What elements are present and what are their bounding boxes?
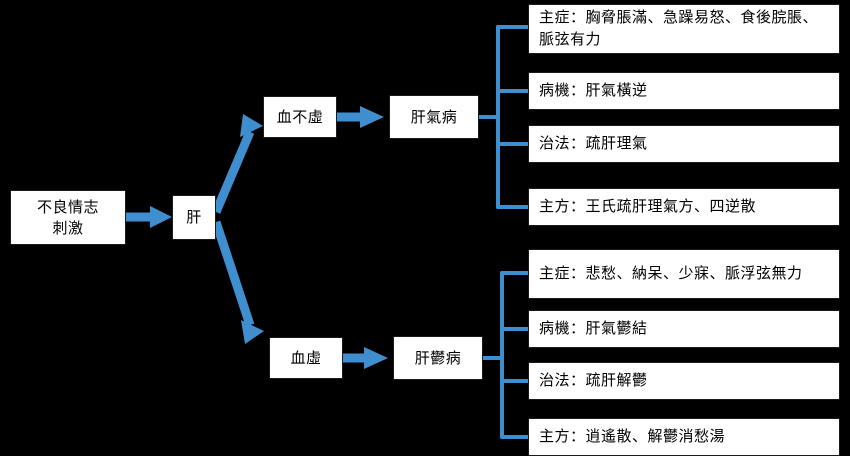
detail-box-bottom-symptoms[interactable]: 主症：悲愁、納呆、少寐、脈浮弦無力 <box>528 249 840 299</box>
detail-box-bottom-treatment-label: 治法：疏肝解鬱 <box>539 371 648 390</box>
node-blood-deficient-label: 血虛 <box>290 348 322 367</box>
node-disease-liver-stagnation[interactable]: 肝鬱病 <box>393 336 483 380</box>
node-blood-deficient[interactable]: 血虛 <box>269 337 343 379</box>
node-liver-label: 肝 <box>186 208 202 227</box>
node-liver[interactable]: 肝 <box>172 195 216 240</box>
detail-box-top-symptoms-label: 主症：胸脅脹滿、急躁易怒、食後脘脹、脈弦有力 <box>539 8 819 48</box>
detail-box-top-symptoms[interactable]: 主症：胸脅脹滿、急躁易怒、食後脘脹、脈弦有力 <box>528 4 840 54</box>
detail-box-top-pathogenesis-label: 病機：肝氣橫逆 <box>539 81 648 100</box>
detail-box-top-formula-label: 主方：王氏疏肝理氣方、四逆散 <box>539 197 757 216</box>
arrow-root-to-liver <box>126 206 172 228</box>
node-root-line1: 不良情志 <box>36 198 99 217</box>
node-disease-liver-stagnation-label: 肝鬱病 <box>414 348 462 367</box>
arrow-branch-bottom-to-disease-bottom <box>343 347 388 369</box>
detail-box-bottom-pathogenesis-label: 病機：肝氣鬱結 <box>539 319 648 338</box>
detail-box-top-treatment[interactable]: 治法：疏肝理氣 <box>528 125 840 163</box>
node-disease-liver-qi[interactable]: 肝氣病 <box>389 95 479 139</box>
brace-top <box>477 25 530 209</box>
detail-box-bottom-treatment[interactable]: 治法：疏肝解鬱 <box>528 362 840 400</box>
detail-box-bottom-formula-label: 主方：逍遙散、解鬱消愁湯 <box>539 427 726 446</box>
detail-box-bottom-formula[interactable]: 主方：逍遙散、解鬱消愁湯 <box>528 418 840 456</box>
detail-box-bottom-symptoms-label: 主症：悲愁、納呆、少寐、脈浮弦無力 <box>539 264 803 283</box>
arrow-liver-to-blood-not-deficient <box>211 114 263 214</box>
arrow-liver-to-blood-deficient <box>211 220 264 344</box>
detail-box-top-formula[interactable]: 主方：王氏疏肝理氣方、四逆散 <box>528 188 840 226</box>
node-root-line2: 刺激 <box>52 218 84 237</box>
node-disease-liver-qi-label: 肝氣病 <box>410 107 458 126</box>
detail-box-bottom-pathogenesis[interactable]: 病機：肝氣鬱結 <box>528 310 840 348</box>
node-root[interactable]: 不良情志 刺激 <box>10 190 126 245</box>
detail-box-top-treatment-label: 治法：疏肝理氣 <box>539 134 648 153</box>
node-blood-not-deficient-label: 血不虛 <box>276 107 324 126</box>
node-blood-not-deficient[interactable]: 血不虛 <box>263 96 337 138</box>
arrow-branch-top-to-disease-top <box>337 106 384 128</box>
detail-box-top-pathogenesis[interactable]: 病機：肝氣橫逆 <box>528 72 840 110</box>
brace-bottom <box>481 271 530 439</box>
